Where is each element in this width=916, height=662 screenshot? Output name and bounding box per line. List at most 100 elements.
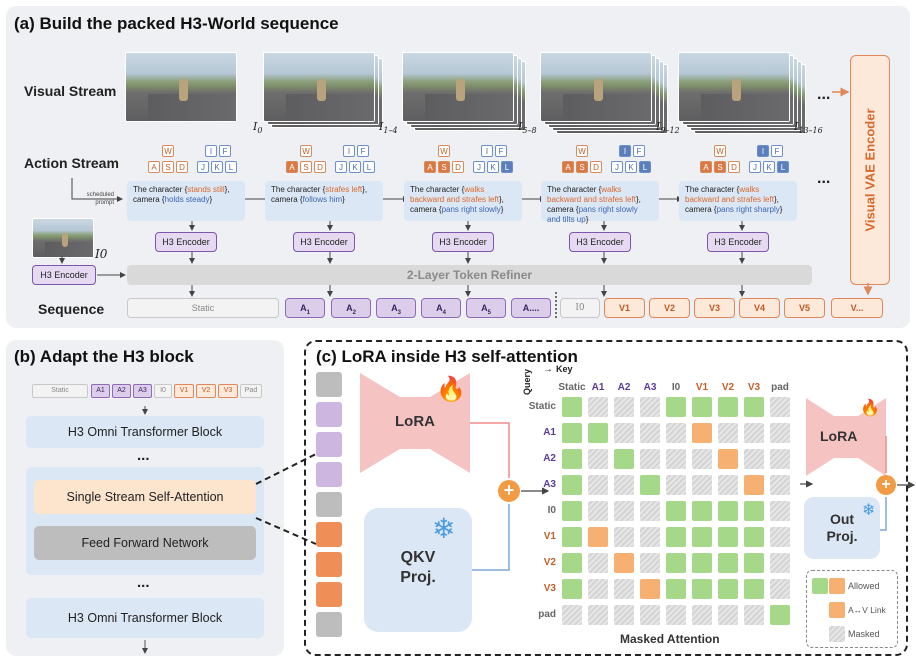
matrix-row-label: I0 xyxy=(547,505,556,516)
matrix-row-label: V3 xyxy=(543,583,556,594)
matrix-cell xyxy=(692,527,712,547)
matrix-cell xyxy=(744,553,764,573)
matrix-title: Masked Attention xyxy=(620,632,720,646)
action-caption: The character {stands still}, camera {ho… xyxy=(127,181,245,221)
matrix-cell xyxy=(640,553,660,573)
matrix-cell xyxy=(718,423,738,443)
matrix-cell xyxy=(666,579,686,599)
side-first-frame-label: I0 xyxy=(95,247,108,261)
key-s: S xyxy=(714,161,726,173)
token-action: A4 xyxy=(421,298,461,318)
action-caption: The character {walks backward and strafe… xyxy=(679,181,797,221)
matrix-cell xyxy=(666,553,686,573)
game-frame xyxy=(402,52,514,122)
stack-token xyxy=(316,372,342,397)
key-j: J xyxy=(335,161,347,173)
lora-right-label: LoRA xyxy=(820,428,858,444)
frame-label: I1–4 xyxy=(379,120,398,136)
matrix-row-label: V2 xyxy=(543,557,556,568)
matrix-cell xyxy=(744,605,764,625)
matrix-cell xyxy=(666,475,686,495)
matrix-cell xyxy=(588,553,608,573)
token-action: A1 xyxy=(285,298,325,318)
key-a: A xyxy=(286,161,298,173)
legend-allowed-orange xyxy=(829,578,845,594)
matrix-cell xyxy=(770,397,790,417)
matrix-cell xyxy=(770,449,790,469)
matrix-cell xyxy=(562,553,582,573)
matrix-cell xyxy=(614,579,634,599)
matrix-cell xyxy=(718,449,738,469)
matrix-row-label: A3 xyxy=(543,479,556,490)
stack-token xyxy=(316,612,342,637)
panel-c xyxy=(304,340,908,656)
matrix-cell xyxy=(640,475,660,495)
actions-ellipsis: ... xyxy=(817,170,831,187)
matrix-cell xyxy=(562,475,582,495)
matrix-cell xyxy=(770,423,790,443)
key-d: D xyxy=(728,161,740,173)
matrix-row-label: V1 xyxy=(543,531,556,542)
matrix-cell xyxy=(640,449,660,469)
scheduled-prompt-label: scheduled prompt xyxy=(86,192,114,206)
key-i: I xyxy=(343,145,355,157)
matrix-cell xyxy=(640,605,660,625)
side-h3-encoder: H3 Encoder xyxy=(32,265,96,285)
matrix-cell xyxy=(588,579,608,599)
legend-allowed-green xyxy=(812,578,828,594)
matrix-cell xyxy=(562,579,582,599)
matrix-column-label: I0 xyxy=(671,382,681,393)
matrix-cell xyxy=(744,475,764,495)
key-k: K xyxy=(487,161,499,173)
matrix-cell xyxy=(770,527,790,547)
matrix-cell xyxy=(640,579,660,599)
key-j: J xyxy=(749,161,761,173)
key-i: I xyxy=(481,145,493,157)
key-k: K xyxy=(349,161,361,173)
matrix-cell xyxy=(718,605,738,625)
matrix-column-label: V1 xyxy=(695,382,709,393)
matrix-column-label: V2 xyxy=(721,382,735,393)
key-l: L xyxy=(777,161,789,173)
matrix-cell xyxy=(614,397,634,417)
matrix-column-label: A3 xyxy=(643,382,657,393)
mini-token: Static xyxy=(32,384,88,398)
token-action: A.... xyxy=(511,298,551,318)
mini-token: V3 xyxy=(218,384,238,398)
legend xyxy=(806,570,898,648)
token-video: V2 xyxy=(649,298,690,318)
matrix-cell xyxy=(770,475,790,495)
matrix-cell xyxy=(770,605,790,625)
key-l: L xyxy=(501,161,513,173)
matrix-cell xyxy=(588,449,608,469)
frames-ellipsis: ... xyxy=(817,86,831,103)
matrix-row-label: pad xyxy=(538,609,556,620)
snowflake-icon: ❄ xyxy=(432,513,456,544)
matrix-cell xyxy=(640,423,660,443)
key-w: W xyxy=(714,145,726,157)
key-d: D xyxy=(452,161,464,173)
token-action: A3 xyxy=(376,298,416,318)
add-circle-left: + xyxy=(498,480,520,502)
omni-block-top: H3 Omni Transformer Block xyxy=(26,416,264,448)
legend-link-swatch xyxy=(829,602,845,618)
matrix-cell xyxy=(770,579,790,599)
qkv-projection xyxy=(364,508,472,632)
key-f: F xyxy=(357,145,369,157)
key-f: F xyxy=(633,145,645,157)
visual-vae-encoder: Visual VAE Encoder xyxy=(850,55,890,285)
frame-label: I5–8 xyxy=(518,120,537,136)
matrix-cell xyxy=(588,501,608,521)
matrix-cell xyxy=(588,475,608,495)
key-k: K xyxy=(625,161,637,173)
stack-token xyxy=(316,552,342,577)
key-k: K xyxy=(763,161,775,173)
frame-character xyxy=(593,78,603,101)
matrix-cell xyxy=(692,579,712,599)
stack-token xyxy=(316,462,342,487)
matrix-cell xyxy=(614,527,634,547)
legend-masked-swatch xyxy=(829,626,845,642)
stack-token xyxy=(316,432,342,457)
frame-character xyxy=(178,78,188,101)
matrix-cell xyxy=(718,553,738,573)
